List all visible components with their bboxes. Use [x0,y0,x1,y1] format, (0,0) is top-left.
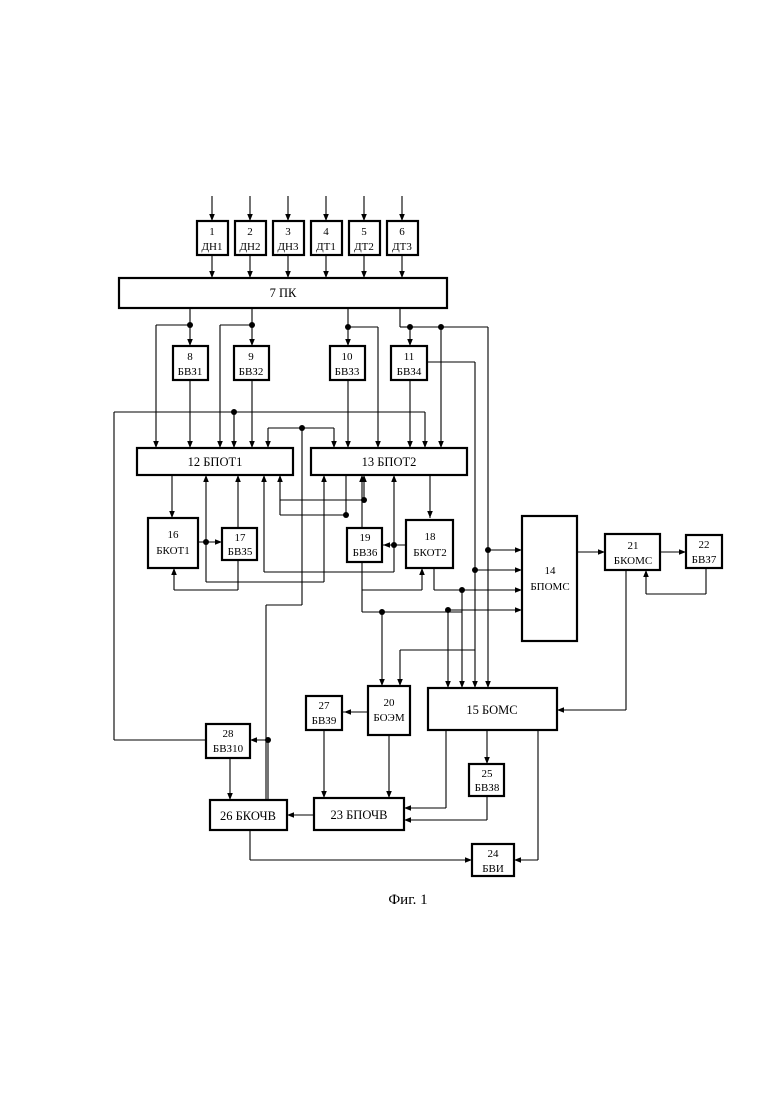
block-19-num: 19 [360,532,372,544]
block-24-bvi: 24 БВИ [472,844,514,876]
block-4-dt1: 4 ДТ1 [311,221,342,255]
block-8-bvz1: 8 БВЗ1 [173,346,208,380]
block-14-bpoms: 14 БПОМС [522,516,577,641]
block-17-bvz5: 17 БВЗ5 [222,528,257,560]
block-23-label: 23 БПОЧВ [330,808,387,822]
block-2-name: ДН2 [240,241,261,253]
block-27-bvz9: 27 БВЗ9 [306,696,342,730]
block-8-num: 8 [187,351,193,363]
block-16-num: 16 [168,529,180,541]
block-11-num: 11 [404,351,415,363]
block-18-name: БКОТ2 [413,547,447,559]
block-19-name: БВЗ6 [353,547,378,559]
block-25-name: БВЗ8 [475,782,500,794]
block-4-num: 4 [323,226,329,238]
block-16-name: БКОТ1 [156,545,190,557]
block-14-name: БПОМС [530,581,569,593]
block-1-name: ДН1 [202,241,223,253]
block-10-bvz3: 10 БВЗ3 [330,346,365,380]
block-9-num: 9 [248,351,254,363]
block-27-name: БВЗ9 [312,715,337,727]
block-3-dn3: 3 ДН3 [273,221,304,255]
block-17-name: БВЗ5 [228,546,253,558]
block-2-num: 2 [247,226,253,238]
block-10-name: БВЗ3 [335,366,360,378]
block-7-label: 7 ПК [270,286,297,300]
block-11-name: БВЗ4 [397,366,422,378]
block-11-bvz4: 11 БВЗ4 [391,346,427,380]
block-6-num: 6 [399,226,405,238]
block-24-num: 24 [488,848,500,860]
block-2-dn2: 2 ДН2 [235,221,266,255]
block-18-bkot2: 18 БКОТ2 [406,520,453,568]
block-20-boem: 20 БОЭМ [368,686,410,735]
figure-caption: Фиг. 1 [388,892,427,908]
block-22-name: БВЗ7 [692,554,717,566]
block-24-name: БВИ [482,863,504,875]
block-21-num: 21 [628,540,639,552]
block-26-label: 26 БКОЧВ [220,809,276,823]
block-10-num: 10 [342,351,354,363]
block-4-name: ДТ1 [316,241,336,253]
block-5-dt2: 5 ДТ2 [349,221,380,255]
block-22-bvz7: 22 БВЗ7 [686,535,722,568]
block-20-name: БОЭМ [373,712,404,724]
block-6-dt3: 6 ДТ3 [387,221,418,255]
block-15-label: 15 БОМС [466,703,517,717]
block-3-name: ДН3 [278,241,299,253]
block-12-label: 12 БПОТ1 [188,455,243,469]
block-5-num: 5 [361,226,367,238]
block-14-num: 14 [545,565,557,577]
block-15-boms: 15 БОМС [428,688,557,730]
block-19-bvz6: 19 БВЗ6 [347,528,382,562]
block-20-num: 20 [384,697,396,709]
block-7-pk: 7 ПК [119,278,447,308]
block-28-bvz10: 28 БВЗ10 [206,724,250,758]
block-3-num: 3 [285,226,291,238]
block-25-bvz8: 25 БВЗ8 [469,764,504,796]
block-21-bkoms: 21 БКОМС [605,534,660,570]
block-5-name: ДТ2 [354,241,374,253]
block-12-bpot1: 12 БПОТ1 [137,448,293,475]
block-22-num: 22 [699,539,710,551]
block-1-dn1: 1 ДН1 [197,221,228,255]
block-23-bpochv: 23 БПОЧВ [314,798,404,830]
block-25-num: 25 [482,768,494,780]
block-17-num: 17 [235,532,247,544]
block-9-name: БВЗ2 [239,366,264,378]
block-27-num: 27 [319,700,331,712]
block-18-num: 18 [425,531,437,543]
block-21-name: БКОМС [614,555,652,567]
block-9-bvz2: 9 БВЗ2 [234,346,269,380]
block-13-label: 13 БПОТ2 [362,455,417,469]
block-16-bkot1: 16 БКОТ1 [148,518,198,568]
block-6-name: ДТ3 [392,241,412,253]
block-28-num: 28 [223,728,235,740]
block-8-name: БВЗ1 [178,366,203,378]
block-1-num: 1 [209,226,215,238]
block-28-name: БВЗ10 [213,743,244,755]
block-26-bkochv: 26 БКОЧВ [210,800,287,830]
block-13-bpot2: 13 БПОТ2 [311,448,467,475]
